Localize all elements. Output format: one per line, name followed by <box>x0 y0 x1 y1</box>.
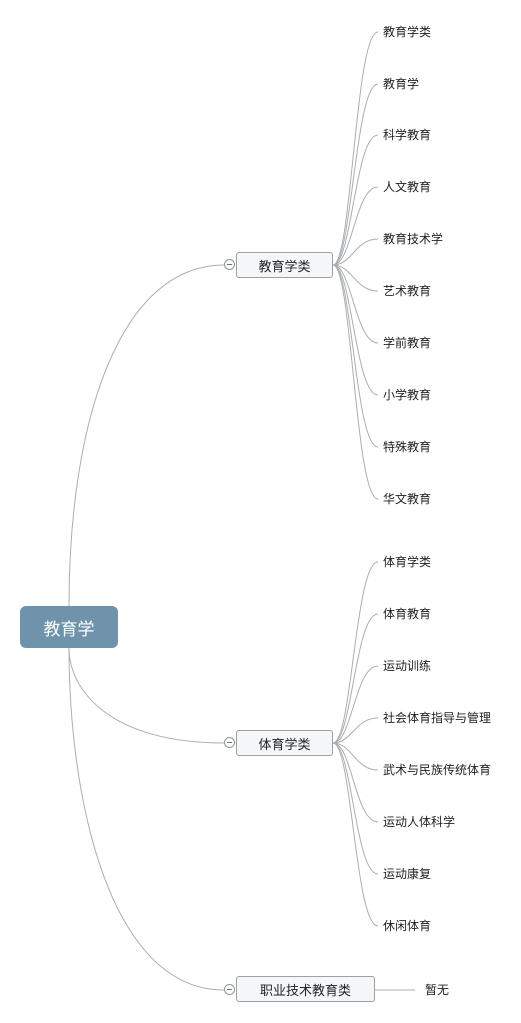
leaf-node[interactable]: 人文教育 <box>383 180 432 194</box>
connector-branch-leaf <box>332 264 379 500</box>
connector-root-branch <box>68 647 225 991</box>
connector-branch-leaf <box>332 238 379 266</box>
connector-branch-leaf <box>332 742 379 875</box>
leaf-node[interactable]: 教育学 <box>383 77 420 91</box>
collapse-toggle-icon[interactable] <box>224 984 235 995</box>
connector-branch-leaf <box>332 742 379 823</box>
leaf-node[interactable]: 体育教育 <box>383 607 432 621</box>
connector-root-branch <box>68 264 225 607</box>
leaf-node[interactable]: 运动康复 <box>383 867 432 881</box>
connector-branch-leaf <box>332 264 379 344</box>
connector-branch-leaf <box>332 613 379 744</box>
branch-node-education[interactable]: 教育学类 <box>236 252 333 278</box>
collapse-toggle-icon[interactable] <box>224 259 235 270</box>
connector-branch-leaf <box>332 134 379 266</box>
branch-label: 职业技术教育类 <box>259 983 351 999</box>
leaf-node[interactable]: 小学教育 <box>383 388 432 402</box>
connector-root-branch <box>68 647 225 744</box>
leaf-node[interactable]: 特殊教育 <box>383 440 432 454</box>
connector-branch-leaf <box>332 31 379 266</box>
connector-branch-leaf <box>332 83 379 266</box>
connector-branch-leaf <box>332 742 379 927</box>
leaf-node[interactable]: 运动训练 <box>383 659 432 673</box>
connector-branch-leaf <box>332 264 379 396</box>
branch-node-vocational[interactable]: 职业技术教育类 <box>236 976 375 1002</box>
leaf-node[interactable]: 休闲体育 <box>383 919 432 933</box>
leaf-node[interactable]: 教育学类 <box>383 25 432 39</box>
leaf-node[interactable]: 艺术教育 <box>383 284 432 298</box>
leaf-node[interactable]: 社会体育指导与管理 <box>383 711 492 725</box>
leaf-node[interactable]: 学前教育 <box>383 336 432 350</box>
connector-branch-leaf <box>332 665 379 744</box>
root-node[interactable]: 教育学 <box>20 606 118 648</box>
connector-branch-leaf <box>332 264 379 448</box>
leaf-node[interactable]: 科学教育 <box>383 128 432 142</box>
connector-branch-leaf <box>332 561 379 744</box>
branch-label: 教育学类 <box>258 259 311 275</box>
collapse-toggle-icon[interactable] <box>224 737 235 748</box>
branch-label: 体育学类 <box>258 737 311 753</box>
connector-branch-leaf <box>332 742 379 771</box>
connector-branch-leaf <box>332 717 379 744</box>
root-label: 教育学 <box>43 619 95 640</box>
connector-branch-leaf <box>332 186 379 266</box>
leaf-node[interactable]: 教育技术学 <box>383 232 444 246</box>
leaf-node[interactable]: 暂无 <box>425 983 450 997</box>
leaf-node[interactable]: 体育学类 <box>383 555 432 569</box>
leaf-node[interactable]: 运动人体科学 <box>383 815 456 829</box>
leaf-node[interactable]: 华文教育 <box>383 492 432 506</box>
connector-branch-leaf <box>332 264 379 292</box>
leaf-node[interactable]: 武术与民族传统体育 <box>383 763 492 777</box>
branch-node-sports[interactable]: 体育学类 <box>236 730 333 756</box>
